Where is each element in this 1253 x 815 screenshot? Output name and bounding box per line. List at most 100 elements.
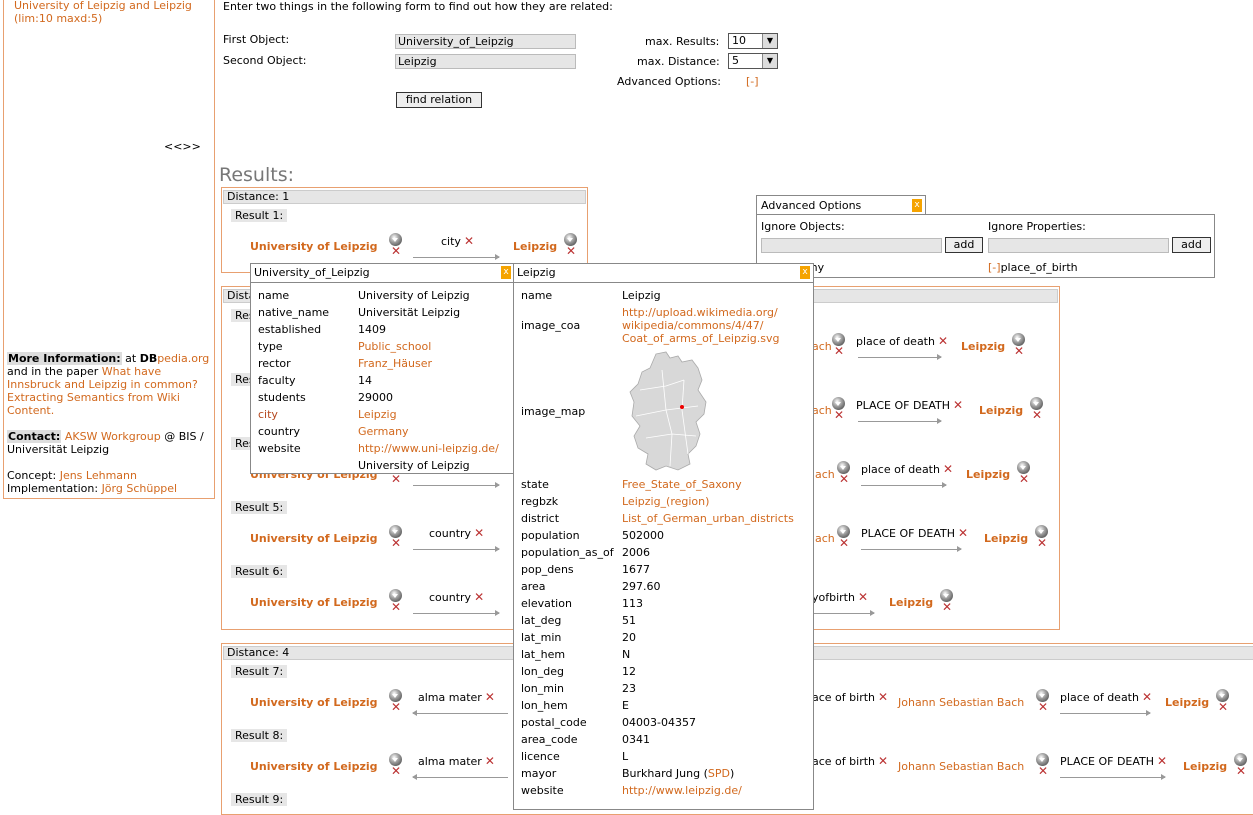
find-relation-button[interactable]: find relation (396, 92, 482, 108)
query-link[interactable]: University of Leipzig and Leipzig (14, 0, 192, 12)
node-leipzig[interactable]: Leipzig (1165, 696, 1210, 709)
expand-icon[interactable] (389, 689, 402, 702)
expand-icon[interactable] (1012, 333, 1025, 346)
close-icon[interactable]: x (800, 266, 810, 279)
coa-link[interactable]: http://upload.wikimedia.org/ (622, 306, 778, 319)
first-object-input[interactable]: University_of_Leipzig (395, 34, 576, 49)
remove-edge-icon[interactable]: ✕ (484, 754, 495, 768)
ignore-properties-input[interactable] (988, 238, 1169, 253)
expand-icon[interactable] (940, 589, 953, 602)
coa-link[interactable]: wikipedia/commons/4/47/ (622, 319, 764, 332)
node-university-of-leipzig[interactable]: University of Leipzig (250, 240, 378, 253)
expand-icon[interactable] (389, 589, 402, 602)
expand-icon[interactable] (1036, 689, 1049, 702)
expand-icon[interactable] (832, 333, 845, 346)
node-bach[interactable]: Johann Sebastian Bach (898, 696, 1025, 709)
node-university-of-leipzig[interactable]: University of Leipzig (250, 596, 378, 609)
max-distance-select[interactable]: 5 ▼ (728, 53, 778, 69)
second-object-input[interactable]: Leipzig (395, 54, 576, 69)
node-leipzig[interactable]: Leipzig (966, 468, 1011, 481)
concept-link[interactable]: Jens Lehmann (59, 469, 137, 482)
node-leipzig[interactable]: Leipzig (961, 340, 1006, 353)
remove-edge-icon[interactable]: ✕ (474, 526, 485, 540)
expand-icon[interactable] (837, 525, 850, 538)
node-university-of-leipzig[interactable]: University of Leipzig (250, 532, 378, 545)
remove-edge-icon[interactable]: ✕ (878, 754, 889, 768)
prop-value[interactable]: Free_State_of_Saxony (622, 478, 742, 491)
add-object-button[interactable]: add (945, 237, 983, 253)
node-bach[interactable]: ach (812, 404, 832, 417)
ignore-objects-input[interactable] (761, 238, 942, 253)
remove-edge-icon[interactable]: ✕ (878, 690, 889, 704)
prop-value[interactable]: Leipzig_(region) (622, 495, 710, 508)
prop-value[interactable]: Germany (358, 425, 409, 438)
expand-icon[interactable] (1036, 753, 1049, 766)
remove-edge-icon[interactable]: ✕ (1157, 754, 1168, 768)
remove-icon[interactable]: ✕ (1013, 344, 1025, 358)
prop-value[interactable]: Leipzig (358, 408, 397, 421)
remove-icon[interactable]: ✕ (390, 764, 402, 778)
remove-icon[interactable]: ✕ (838, 536, 850, 550)
remove-icon[interactable]: ✕ (390, 700, 402, 714)
node-university-of-leipzig[interactable]: University of Leipzig (250, 696, 378, 709)
remove-icon[interactable]: ✕ (1031, 408, 1043, 422)
remove-edge-icon[interactable]: ✕ (942, 462, 954, 476)
node-bach[interactable]: ach (815, 532, 835, 545)
remove-icon[interactable]: ✕ (1235, 764, 1247, 778)
remove-icon[interactable]: ✕ (390, 472, 402, 486)
expand-icon[interactable] (832, 397, 845, 410)
remove-icon[interactable]: ✕ (838, 472, 850, 486)
remove-icon[interactable]: ✕ (1037, 700, 1049, 714)
remove-icon[interactable]: ✕ (390, 600, 402, 614)
add-property-button[interactable]: add (1172, 237, 1211, 253)
remove-icon[interactable]: ✕ (1018, 472, 1030, 486)
coa-link[interactable]: Coat_of_arms_of_Leipzig.svg (622, 332, 780, 345)
expand-icon[interactable] (1216, 689, 1229, 702)
remove-edge-icon[interactable]: ✕ (463, 234, 474, 248)
prop-value[interactable]: http://www.uni-leipzig.de/ (358, 442, 499, 455)
remove-property-link[interactable]: [-] (988, 261, 1001, 274)
max-results-select[interactable]: 10 ▼ (728, 33, 778, 49)
expand-icon[interactable] (564, 233, 577, 246)
dbpedia-link[interactable]: pedia.org (157, 352, 210, 365)
aksw-link[interactable]: AKSW Workgroup (64, 430, 161, 443)
remove-icon[interactable]: ✕ (1036, 536, 1048, 550)
node-leipzig[interactable]: Leipzig (1183, 760, 1228, 773)
remove-edge-icon[interactable]: ✕ (484, 690, 495, 704)
remove-edge-icon[interactable]: ✕ (857, 590, 869, 604)
party-link[interactable]: SPD (707, 767, 730, 780)
prop-value[interactable]: Public_school (358, 340, 432, 353)
close-icon[interactable]: x (501, 266, 511, 279)
close-icon[interactable]: x (912, 199, 922, 212)
node-bach[interactable]: ach (812, 340, 832, 353)
node-leipzig[interactable]: Leipzig (513, 240, 558, 253)
expand-icon[interactable] (389, 525, 402, 538)
paper-link[interactable]: What have Innsbruck and Leipzig in commo… (7, 365, 198, 417)
node-bach[interactable]: ach (815, 468, 835, 481)
remove-icon[interactable]: ✕ (833, 408, 845, 422)
remove-icon[interactable]: ✕ (941, 600, 953, 614)
remove-edge-icon[interactable]: ✕ (937, 334, 949, 348)
expand-icon[interactable] (1030, 397, 1043, 410)
node-leipzig[interactable]: Leipzig (984, 532, 1029, 545)
prop-value[interactable]: List_of_German_urban_districts (622, 512, 794, 525)
prop-value[interactable]: Franz_Häuser (358, 357, 433, 370)
advanced-options-toggle[interactable]: [-] (746, 75, 759, 88)
node-university-of-leipzig[interactable]: University of Leipzig (250, 760, 378, 773)
remove-edge-icon[interactable]: ✕ (953, 398, 964, 412)
node-leipzig[interactable]: Leipzig (889, 596, 934, 609)
expand-icon[interactable] (1035, 525, 1048, 538)
node-bach[interactable]: Johann Sebastian Bach (898, 760, 1025, 773)
impl-link[interactable]: Jörg Schüppel (101, 482, 178, 495)
node-leipzig[interactable]: Leipzig (979, 404, 1024, 417)
expand-icon[interactable] (1234, 753, 1247, 766)
collapse-toggle[interactable]: <<>> (164, 140, 201, 153)
remove-icon[interactable]: ✕ (833, 344, 845, 358)
expand-icon[interactable] (1017, 461, 1030, 474)
remove-icon[interactable]: ✕ (565, 244, 577, 258)
remove-icon[interactable]: ✕ (390, 536, 402, 550)
remove-edge-icon[interactable]: ✕ (474, 590, 485, 604)
remove-icon[interactable]: ✕ (390, 244, 402, 258)
website-link[interactable]: http://www.leipzig.de/ (622, 784, 742, 797)
remove-edge-icon[interactable]: ✕ (958, 526, 969, 540)
